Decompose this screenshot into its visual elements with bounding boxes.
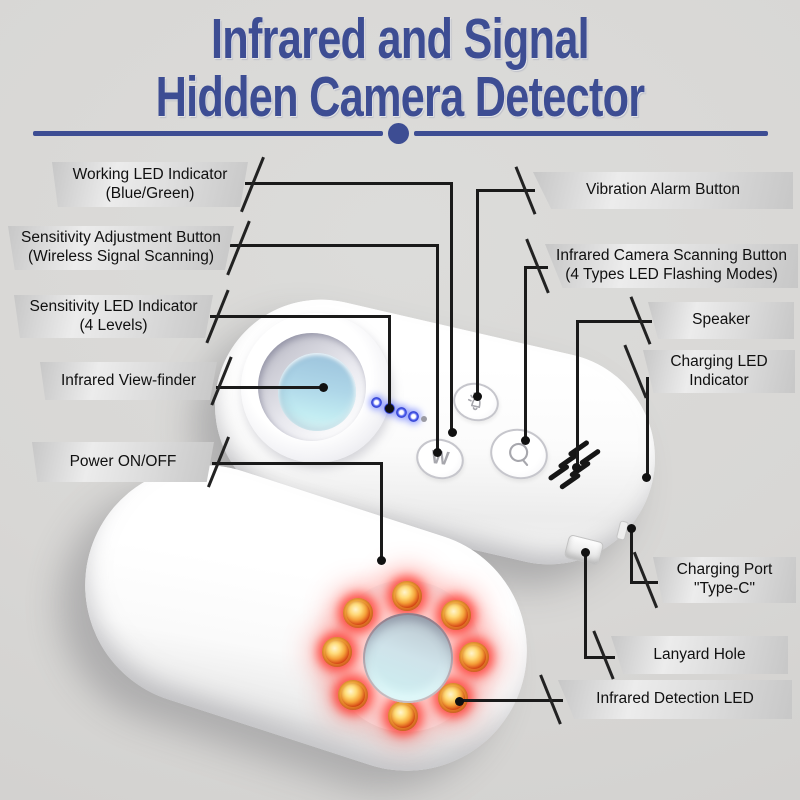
callout-power: Power ON/OFF (32, 436, 231, 488)
sensitivity-led-3 (396, 407, 407, 418)
callout-working-led: Working LED Indicator (Blue/Green) (52, 156, 265, 213)
infrared-led (343, 598, 373, 628)
pointer-dot (448, 428, 457, 437)
magnifier-icon (499, 434, 540, 475)
infrared-viewfinder-lens (278, 353, 356, 431)
infrared-led (338, 680, 368, 710)
title-line-1: Infrared and Signal (211, 7, 590, 71)
infrared-detection-lens (363, 613, 453, 703)
infrared-led (388, 701, 418, 731)
callout-line (212, 462, 383, 465)
callout-line (460, 699, 563, 702)
infrared-led (441, 600, 471, 630)
callout-sensitivity-adjustment: Sensitivity Adjustment Button (Wireless … (8, 220, 251, 276)
callout-label: Infrared Detection LED (558, 680, 792, 719)
pointer-dot (581, 548, 590, 557)
callout-label: Charging Port "Type-C" (653, 557, 796, 603)
infrared-led (438, 683, 468, 713)
page-title: Infrared and Signal Hidden Camera Detect… (0, 10, 800, 126)
callout-line (646, 377, 649, 479)
callout-infrared-detection-led: Infrared Detection LED (539, 674, 792, 725)
pointer-dot (319, 383, 328, 392)
callout-infrared-viewfinder: Infrared View-finder (40, 356, 233, 406)
callout-line (630, 528, 633, 584)
pointer-dot (473, 392, 482, 401)
sensitivity-led-1 (371, 397, 382, 408)
working-led-dot (421, 416, 427, 422)
pointer-dot (627, 524, 636, 533)
callout-charging-led: Charging LED Indicator (623, 344, 795, 399)
infrared-led (322, 637, 352, 667)
callout-line (524, 266, 527, 442)
title-line-2: Hidden Camera Detector (155, 65, 646, 130)
infrared-led (459, 642, 489, 672)
label-slash (592, 630, 615, 680)
infrared-scanning-button (485, 423, 553, 485)
callout-label: Speaker (648, 302, 794, 339)
pointer-dot (385, 404, 394, 413)
callout-speaker: Speaker (629, 296, 794, 345)
callout-label: Lanyard Hole (611, 636, 788, 674)
callout-infrared-scanning: Infrared Camera Scanning Button (4 Types… (525, 238, 798, 294)
callout-line (476, 189, 479, 398)
callout-line (576, 320, 579, 469)
divider-left (33, 131, 383, 136)
sensitivity-led-4 (408, 411, 419, 422)
callout-line (380, 462, 383, 562)
callout-line (216, 386, 326, 389)
callout-label: Charging LED Indicator (643, 350, 795, 393)
pointer-dot (433, 448, 442, 457)
callout-line (584, 552, 587, 659)
callout-line (436, 244, 439, 454)
callout-sensitivity-led: Sensitivity LED Indicator (4 Levels) (14, 289, 230, 344)
callout-line (450, 182, 453, 434)
divider-dot (388, 123, 409, 144)
callout-label: Sensitivity Adjustment Button (Wireless … (8, 226, 234, 270)
callout-line (388, 315, 391, 410)
callout-vibration-alarm: Vibration Alarm Button (514, 166, 793, 215)
callout-lanyard-hole: Lanyard Hole (592, 630, 788, 680)
callout-label: Vibration Alarm Button (533, 172, 793, 209)
pointer-dot (521, 436, 530, 445)
pointer-dot (642, 473, 651, 482)
divider-right (414, 131, 768, 136)
callout-label: Infrared Camera Scanning Button (4 Types… (545, 244, 798, 288)
callout-label: Working LED Indicator (Blue/Green) (52, 162, 248, 207)
callout-line (210, 315, 391, 318)
callout-line (584, 656, 615, 659)
infrared-led (392, 581, 422, 611)
callout-label: Infrared View-finder (40, 362, 217, 400)
callout-line (245, 182, 453, 185)
callout-label: Power ON/OFF (32, 442, 214, 482)
pointer-dot (377, 556, 386, 565)
pointer-dot (455, 697, 464, 706)
pointer-dot (572, 463, 581, 472)
callout-charging-port: Charging Port "Type-C" (632, 551, 796, 609)
callout-label: Sensitivity LED Indicator (4 Levels) (14, 295, 213, 338)
callout-line (478, 189, 535, 192)
callout-line (230, 244, 439, 247)
callout-line (578, 320, 652, 323)
